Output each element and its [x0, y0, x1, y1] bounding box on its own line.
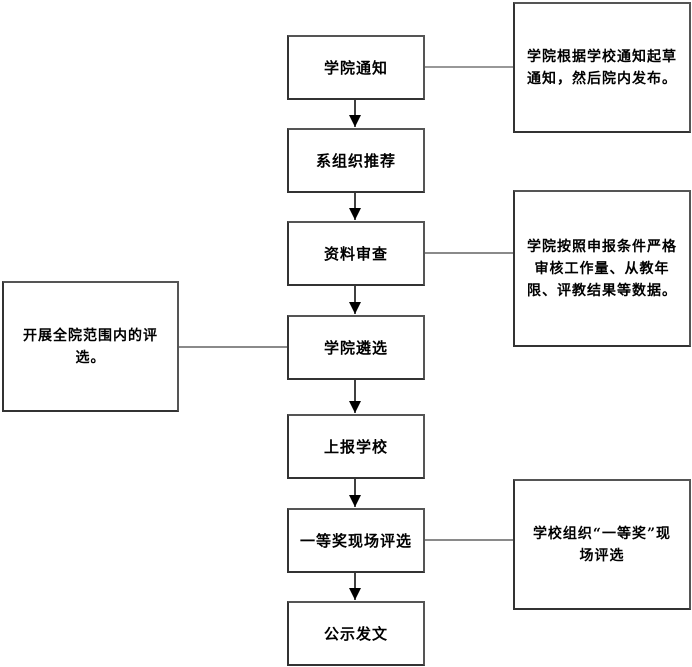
step-label: 系组织推荐 — [315, 152, 396, 170]
step-label: 公示发文 — [323, 625, 388, 643]
step-label: 学院遴选 — [323, 339, 388, 357]
note-text: 学院根据学校通知起草通知，然后院内发布。 — [527, 48, 677, 87]
step-document-review: 资料审查 — [287, 221, 425, 286]
step-label: 上报学校 — [323, 438, 388, 456]
step-publish-document: 公示发文 — [287, 601, 425, 666]
step-report-school: 上报学校 — [287, 414, 425, 479]
step-label: 一等奖现场评选 — [299, 532, 412, 550]
step-label: 学院通知 — [323, 59, 388, 77]
note-first-prize-onsite: 学校组织“一等奖”现场评选 — [513, 479, 691, 610]
step-college-selection: 学院遴选 — [287, 315, 425, 380]
step-college-notice: 学院通知 — [287, 35, 425, 100]
note-text: 学院按照申报条件严格审核工作量、从教年限、评教结果等数据。 — [527, 238, 677, 299]
step-label: 资料审查 — [323, 245, 388, 263]
note-text: 开展全院范围内的评选。 — [23, 327, 158, 366]
note-text: 学校组织“一等奖”现场评选 — [532, 525, 672, 564]
note-college-notice: 学院根据学校通知起草通知，然后院内发布。 — [513, 2, 691, 133]
note-college-selection: 开展全院范围内的评选。 — [2, 281, 179, 412]
note-document-review: 学院按照申报条件严格审核工作量、从教年限、评教结果等数据。 — [513, 190, 691, 347]
step-department-recommend: 系组织推荐 — [287, 128, 425, 193]
step-first-prize-onsite: 一等奖现场评选 — [287, 508, 425, 573]
